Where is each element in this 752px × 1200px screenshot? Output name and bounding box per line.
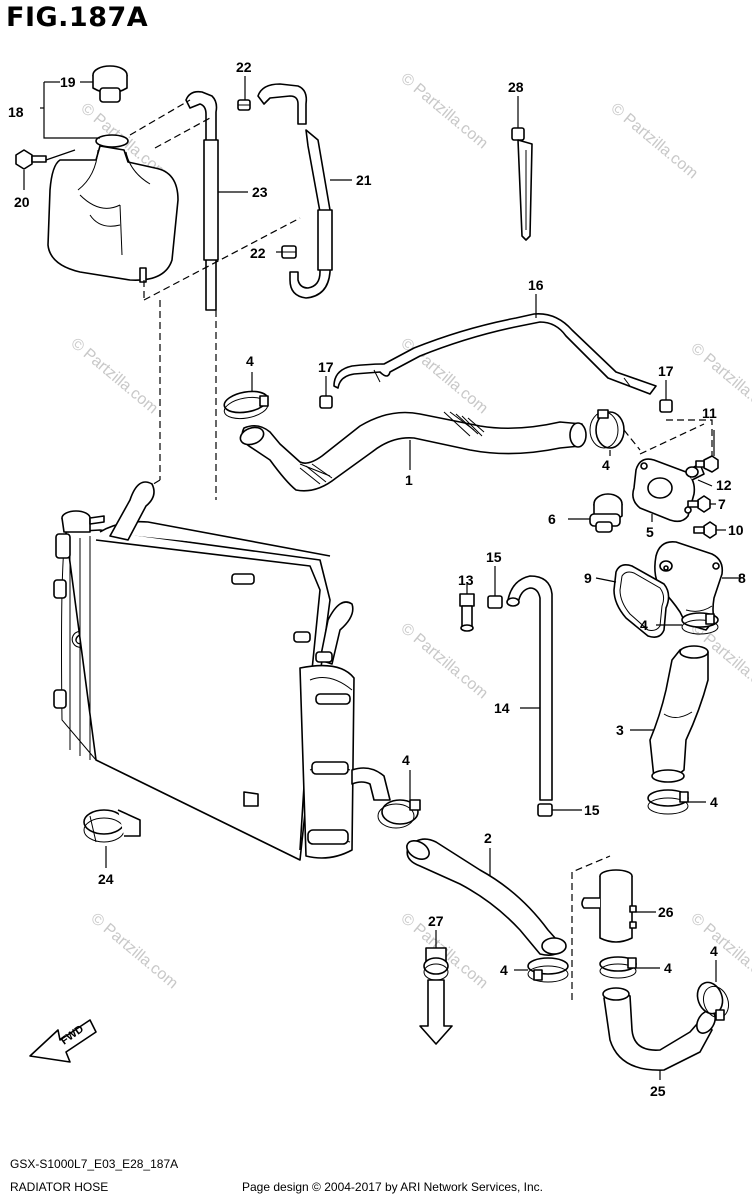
reservoir-cap	[92, 65, 128, 103]
hose-clamp-4-e	[377, 799, 421, 829]
hose-clamp-4-g	[599, 956, 637, 979]
callout-6: 6	[548, 511, 556, 527]
model-code: GSX-S1000L7_E03_E28_187A	[10, 1157, 179, 1171]
callout-28: 28	[508, 79, 524, 95]
forward-arrow-icon: FWD	[29, 1019, 97, 1063]
reservoir-bolt	[15, 149, 47, 170]
hose-clamp-4-a	[223, 390, 269, 420]
callout-22-top: 22	[236, 59, 252, 75]
water-hose-25	[602, 987, 716, 1071]
watermark: © Partzilla.com	[397, 620, 491, 702]
bypass-hose-16	[333, 313, 657, 395]
clamp-22-lower	[281, 245, 297, 259]
callout-2: 2	[484, 830, 492, 846]
thermostat-6	[589, 493, 623, 533]
callout-18: 18	[8, 104, 24, 120]
callout-4-a: 4	[246, 353, 254, 369]
callout-17-right: 17	[658, 363, 674, 379]
callout-8: 8	[738, 570, 746, 586]
bolt-10	[693, 521, 717, 539]
thermostat-cover-5	[632, 458, 705, 523]
cable-tie-28	[511, 127, 533, 241]
callout-12: 12	[716, 477, 732, 493]
callout-4-b: 4	[602, 457, 610, 473]
breather-hose-21	[257, 83, 333, 299]
clamp-15-bottom	[537, 803, 553, 817]
callout-21: 21	[356, 172, 372, 188]
callout-4-c: 4	[640, 617, 648, 633]
callout-17-left: 17	[318, 359, 334, 375]
clamp-15-top	[487, 595, 503, 609]
hose-clamp-4-d	[647, 789, 689, 815]
callout-13: 13	[458, 572, 474, 588]
callout-24: 24	[98, 871, 114, 887]
clamp-17-left	[319, 395, 333, 409]
callout-11: 11	[702, 405, 717, 421]
callout-22-lower: 22	[250, 245, 266, 261]
callout-16: 16	[528, 277, 544, 293]
o-ring-12	[685, 466, 699, 478]
callout-3: 3	[616, 722, 624, 738]
callout-4-f: 4	[500, 962, 508, 978]
callout-4-d: 4	[710, 794, 718, 810]
callout-9: 9	[584, 570, 592, 586]
callout-4-g: 4	[664, 960, 672, 976]
radiator	[53, 481, 391, 861]
radiator-hose-2	[406, 838, 567, 956]
watermark: © Partzilla.com	[87, 910, 181, 992]
thermostat-case-8	[654, 540, 724, 631]
bolt-7	[687, 495, 711, 513]
water-hose-14	[506, 575, 553, 801]
copyright: Page design © 2004-2017 by ARI Network S…	[242, 1180, 544, 1194]
callout-15-top: 15	[486, 549, 502, 565]
callout-10: 10	[728, 522, 744, 538]
water-pipe-joint-26	[581, 869, 637, 943]
clamp-22-top	[237, 99, 251, 111]
callout-27: 27	[428, 913, 444, 929]
hose-clamp-4-h	[696, 981, 730, 1021]
bolt-11	[695, 455, 719, 473]
callout-25: 25	[650, 1083, 666, 1099]
clamp-27	[419, 947, 453, 1045]
union-bolt-13	[459, 593, 475, 632]
hose-clamp-4-f	[527, 957, 569, 983]
watermark: © Partzilla.com	[687, 910, 752, 992]
callout-20: 20	[14, 194, 30, 210]
callout-26: 26	[658, 904, 674, 920]
radiator-hose-1	[239, 411, 587, 492]
watermark: © Partzilla.com	[687, 340, 752, 422]
watermark: © Partzilla.com	[607, 100, 701, 182]
callout-4-e: 4	[402, 752, 410, 768]
reservoir-tank	[47, 134, 179, 283]
clamp-17-right	[659, 399, 673, 413]
radiator-hose-3	[649, 645, 709, 783]
leader-18	[43, 108, 100, 139]
gasket-9	[613, 564, 670, 638]
overflow-hose-23	[185, 90, 219, 311]
figure-title: FIG.187A	[6, 2, 149, 33]
callout-4-h: 4	[710, 943, 718, 959]
hose-clamp-4-c	[681, 612, 719, 635]
callout-23: 23	[252, 184, 268, 200]
callout-14: 14	[494, 700, 510, 716]
clamp-24	[83, 809, 141, 843]
hose-clamp-4-b	[589, 409, 625, 449]
watermark: © Partzilla.com	[397, 70, 491, 152]
callout-7: 7	[718, 496, 726, 512]
watermark: © Partzilla.com	[67, 335, 161, 417]
section-name: RADIATOR HOSE	[10, 1180, 109, 1194]
callout-1: 1	[405, 472, 413, 488]
callout-5: 5	[646, 524, 654, 540]
callout-15-bottom: 15	[584, 802, 600, 818]
callout-19: 19	[60, 74, 76, 90]
